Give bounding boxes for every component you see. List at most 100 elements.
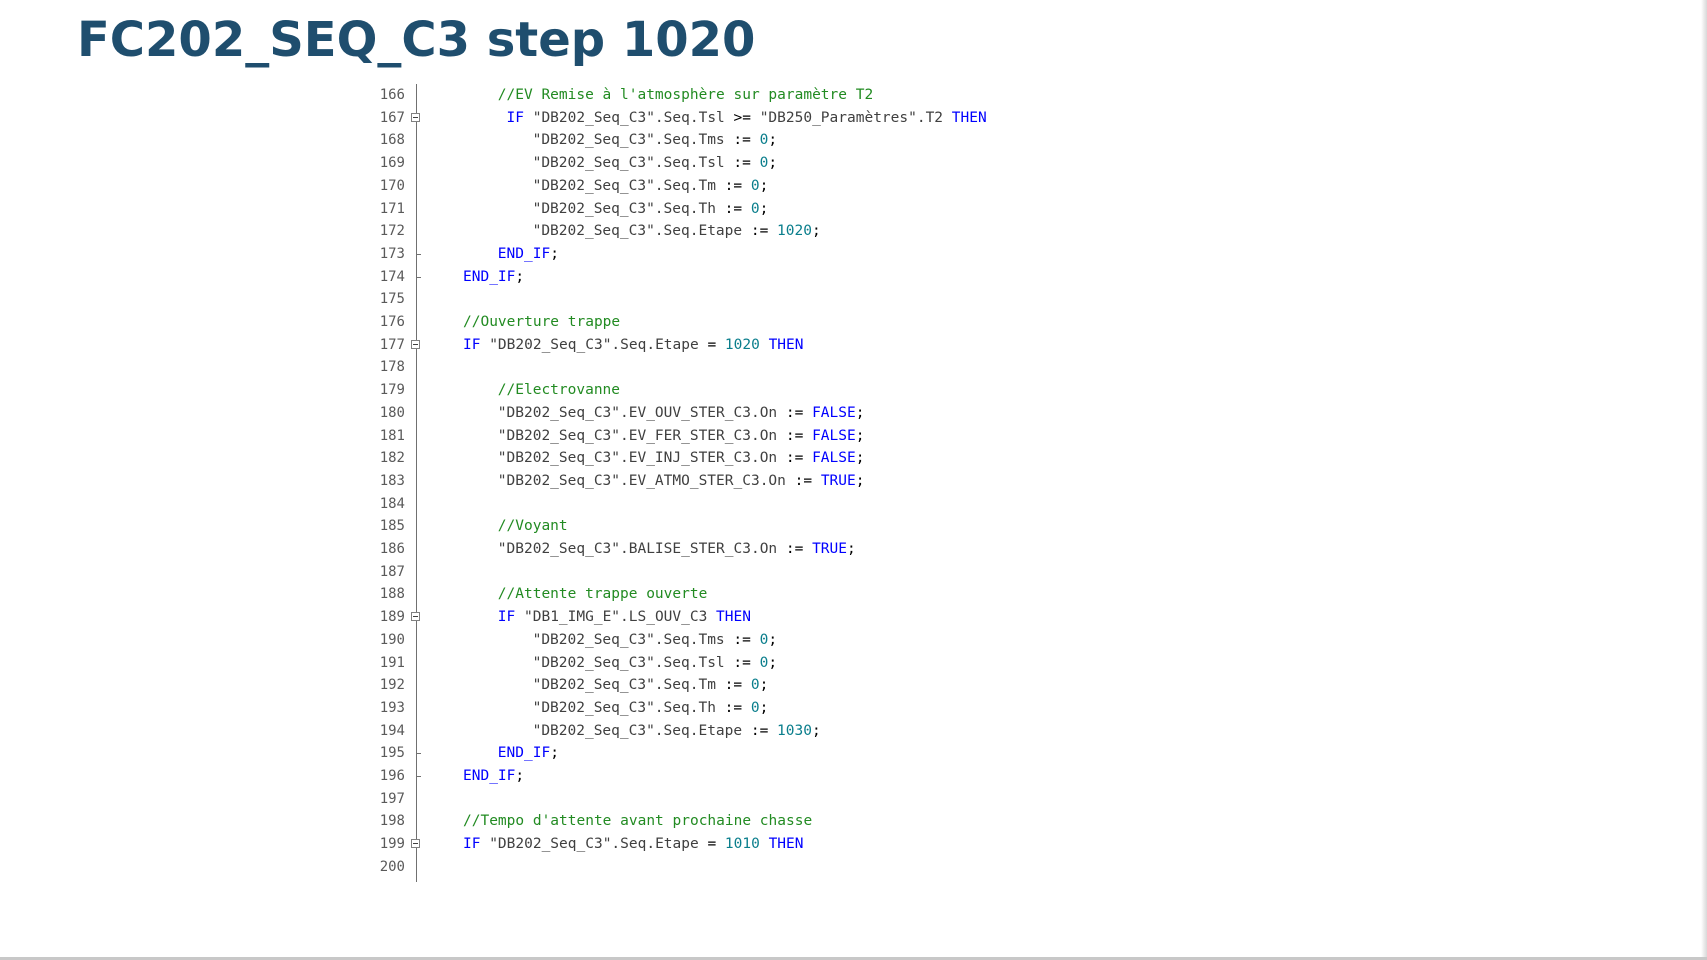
operator-token: := xyxy=(777,450,813,467)
code-line[interactable]: 197 xyxy=(355,788,1115,811)
code-line[interactable]: 180"DB202_Seq_C3".EV_OUV_STER_C3.On := F… xyxy=(355,402,1115,425)
line-number: 171 xyxy=(379,200,405,217)
operator-token: ; xyxy=(811,722,821,739)
operator-token: := xyxy=(724,654,760,671)
line-number: 191 xyxy=(379,654,405,671)
code-line[interactable]: 170"DB202_Seq_C3".Seq.Tm := 0; xyxy=(355,175,1115,198)
fold-collapse-icon[interactable] xyxy=(411,112,420,122)
fold-end-marker xyxy=(416,276,421,278)
code-line[interactable]: 181"DB202_Seq_C3".EV_FER_STER_C3.On := F… xyxy=(355,425,1115,448)
code-line[interactable]: 183"DB202_Seq_C3".EV_ATMO_STER_C3.On := … xyxy=(355,470,1115,493)
operator-token: := xyxy=(715,200,751,217)
operator-token: ; xyxy=(768,654,778,671)
operator-token: ; xyxy=(855,427,865,444)
operator-token: := xyxy=(785,472,821,489)
code-line[interactable]: 179//Electrovanne xyxy=(355,379,1115,402)
code-line[interactable]: 168"DB202_Seq_C3".Seq.Tms := 0; xyxy=(355,129,1115,152)
code-text: "DB202_Seq_C3".Seq.Tm := 0; xyxy=(533,674,769,697)
operator-token: ; xyxy=(855,404,865,421)
number-token: 1030 xyxy=(777,722,812,739)
code-line[interactable]: 199 IF "DB202_Seq_C3".Seq.Etape = 1010 TH… xyxy=(355,833,1115,856)
code-line[interactable]: 185//Voyant xyxy=(355,515,1115,538)
code-line[interactable]: 166//EV Remise à l'atmosphère sur paramè… xyxy=(355,84,1115,107)
line-number: 193 xyxy=(379,699,405,716)
code-line[interactable]: 175 xyxy=(355,288,1115,311)
fold-collapse-icon[interactable] xyxy=(411,839,420,849)
keyword-token: IF xyxy=(463,336,490,353)
line-number: 194 xyxy=(379,722,405,739)
fold-collapse-icon[interactable] xyxy=(411,339,420,349)
line-number: 182 xyxy=(379,450,405,467)
line-number: 186 xyxy=(379,541,405,557)
code-line[interactable]: 190"DB202_Seq_C3".Seq.Tms := 0; xyxy=(355,629,1115,652)
number-token: 0 xyxy=(750,677,760,694)
slide-bottom-border xyxy=(0,957,1707,960)
keyword-token: IF xyxy=(497,109,533,126)
keyword-token: THEN xyxy=(759,836,804,853)
operator-token: := xyxy=(777,541,813,557)
slide-edge-shadow xyxy=(1701,0,1707,960)
code-line[interactable]: 172"DB202_Seq_C3".Seq.Etape := 1020; xyxy=(355,220,1115,243)
code-line[interactable]: 184 xyxy=(355,493,1115,516)
code-line[interactable]: 192"DB202_Seq_C3".Seq.Tm := 0; xyxy=(355,674,1115,697)
code-text: "DB202_Seq_C3".Seq.Tm := 0; xyxy=(533,175,769,198)
code-line[interactable]: 194"DB202_Seq_C3".Seq.Etape := 1030; xyxy=(355,720,1115,743)
code-line[interactable]: 171"DB202_Seq_C3".Seq.Th := 0; xyxy=(355,198,1115,221)
identifier-token: "DB202_Seq_C3".Seq.Etape xyxy=(532,722,743,739)
code-text: IF "DB202_Seq_C3".Seq.Etape = 1010 THEN xyxy=(463,833,804,856)
operator-token: ; xyxy=(550,745,559,762)
code-text: //Ouverture trappe xyxy=(463,311,620,334)
code-editor[interactable]: 166//EV Remise à l'atmosphère sur paramè… xyxy=(355,84,1115,882)
gutter-divider xyxy=(416,84,417,882)
identifier-token: "DB202_Seq_C3".Seq.Tms xyxy=(532,631,725,648)
keyword-token: TRUE xyxy=(812,541,847,557)
code-line[interactable]: 198//Tempo d'attente avant prochaine cha… xyxy=(355,810,1115,833)
line-number: 166 xyxy=(379,87,405,103)
code-line[interactable]: 167 IF "DB202_Seq_C3".Seq.Tsl >= "DB250_… xyxy=(355,107,1115,130)
comment-token: //Tempo d'attente avant prochaine chasse xyxy=(463,813,813,830)
code-text: "DB202_Seq_C3".Seq.Tsl := 0; xyxy=(533,152,777,175)
code-line[interactable]: 187 xyxy=(355,561,1115,584)
number-token: 0 xyxy=(750,200,760,217)
code-text: END_IF; xyxy=(498,742,559,765)
line-number: 189 xyxy=(379,609,405,626)
identifier-token: "DB202_Seq_C3".EV_FER_STER_C3.On xyxy=(497,427,778,444)
code-line[interactable]: 200 xyxy=(355,856,1115,879)
operator-token: := xyxy=(715,677,751,694)
line-number: 199 xyxy=(379,836,405,853)
line-number: 187 xyxy=(379,563,405,580)
identifier-token: "DB202_Seq_C3".BALISE_STER_C3.On xyxy=(497,541,778,557)
slide-title: FC202_SEQ_C3 step 1020 xyxy=(77,12,756,68)
number-token: 1020 xyxy=(724,336,760,353)
code-line[interactable]: 178 xyxy=(355,356,1115,379)
operator-token: := xyxy=(715,699,751,716)
fold-collapse-icon[interactable] xyxy=(411,612,420,622)
code-line[interactable]: 193"DB202_Seq_C3".Seq.Th := 0; xyxy=(355,697,1115,720)
line-number: 195 xyxy=(379,745,405,762)
operator-token: ; xyxy=(855,472,865,489)
code-line[interactable]: 182"DB202_Seq_C3".EV_INJ_STER_C3.On := F… xyxy=(355,447,1115,470)
identifier-token: "DB202_Seq_C3".Seq.Tm xyxy=(532,677,716,694)
identifier-token: "DB202_Seq_C3".EV_OUV_STER_C3.On xyxy=(497,404,778,421)
keyword-token: END_IF xyxy=(497,245,551,262)
operator-token: = xyxy=(698,836,725,853)
line-number: 169 xyxy=(379,155,405,172)
line-number: 176 xyxy=(379,314,405,330)
number-token: 0 xyxy=(750,699,760,716)
code-line[interactable]: 191"DB202_Seq_C3".Seq.Tsl := 0; xyxy=(355,652,1115,675)
line-number: 174 xyxy=(379,268,405,285)
code-line[interactable]: 176 //Ouverture trappe xyxy=(355,311,1115,334)
code-line[interactable]: 186 "DB202_Seq_C3".BALISE_STER_C3.On := T… xyxy=(355,538,1115,561)
code-text: "DB202_Seq_C3".Seq.Tms := 0; xyxy=(533,129,777,152)
operator-token: ; xyxy=(515,268,525,285)
operator-token: := xyxy=(715,177,751,194)
code-line[interactable]: 195 END_IF; xyxy=(355,742,1115,765)
code-line[interactable]: 169 "DB202_Seq_C3".Seq.Tsl := 0; xyxy=(355,152,1115,175)
code-line[interactable]: 188//Attente trappe ouverte xyxy=(355,583,1115,606)
